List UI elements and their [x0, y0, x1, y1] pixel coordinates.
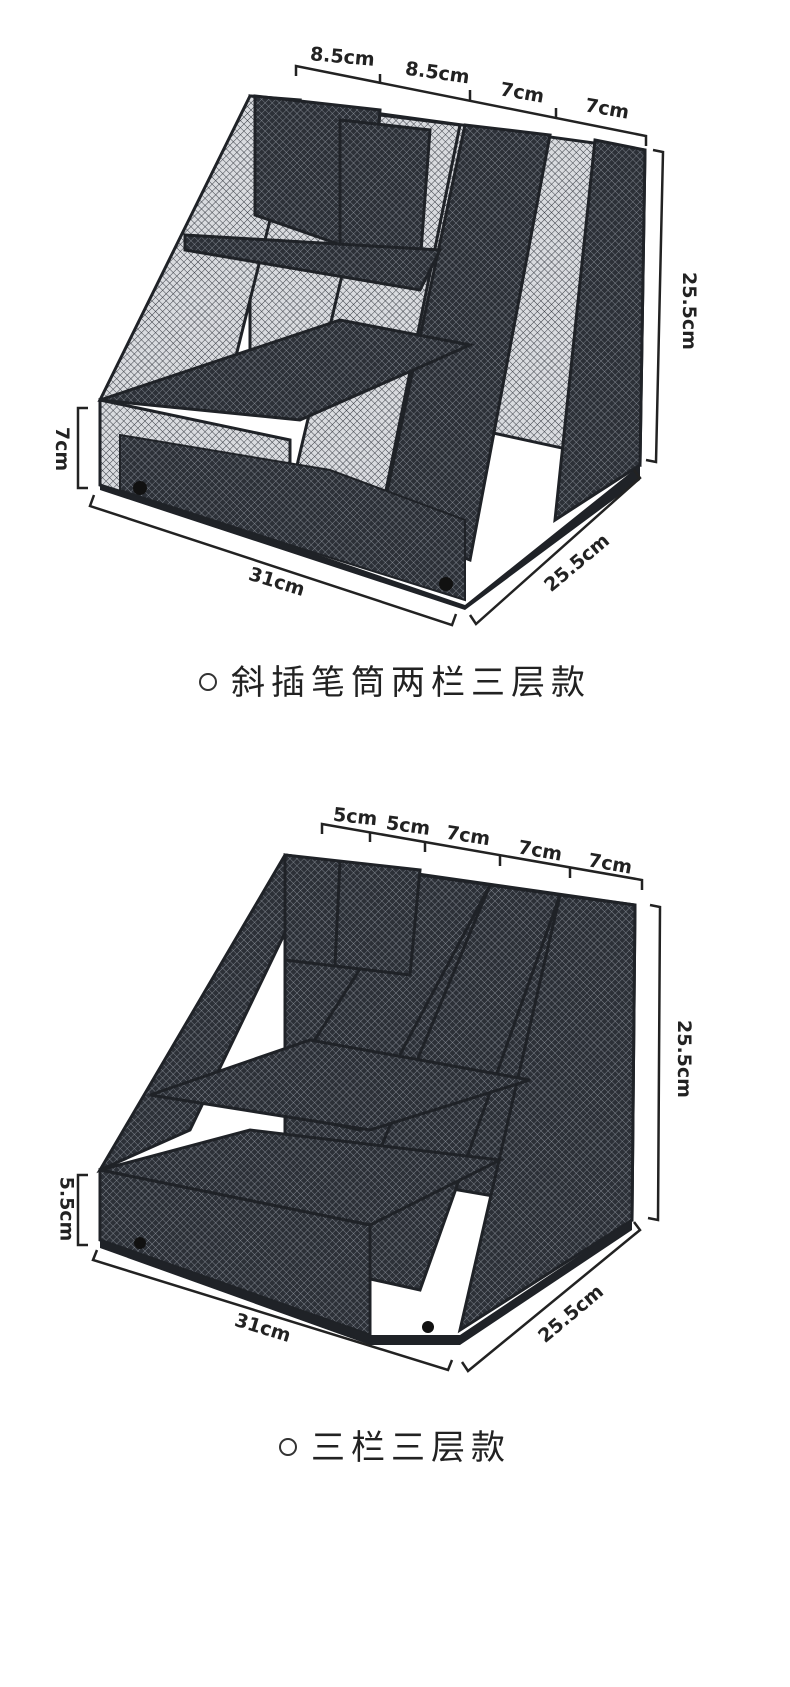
mesh-organizer-1-image — [76, 64, 665, 627]
product-figure-2: 5cm 5cm 7cm 7cm 7cm 25.5cm 5.5cm 31cm 25… — [0, 804, 790, 1650]
product-caption-2: 三栏三层款 — [0, 1420, 790, 1469]
height-label: 25.5cm — [677, 272, 700, 350]
dimension-lines — [76, 64, 665, 627]
product-figure-1: 8.5cm 8.5cm 7cm 7cm 25.5cm 7cm 31cm 25.5… — [0, 0, 790, 740]
product-caption-1: 斜插笔筒两栏三层款 — [0, 655, 790, 704]
caption-text: 斜插笔筒两栏三层款 — [231, 663, 591, 703]
circle-bullet-icon — [279, 1437, 297, 1456]
circle-bullet-icon — [199, 672, 217, 691]
drawer-height-label: 5.5cm — [55, 1176, 78, 1242]
top-width-label-1: 5cm — [331, 803, 379, 831]
caption-text: 三栏三层款 — [311, 1428, 511, 1468]
drawer-height-label: 7cm — [51, 426, 74, 472]
height-label: 25.5cm — [672, 1020, 695, 1098]
dimension-lines — [76, 822, 662, 1373]
mesh-organizer-2-image — [76, 822, 662, 1373]
